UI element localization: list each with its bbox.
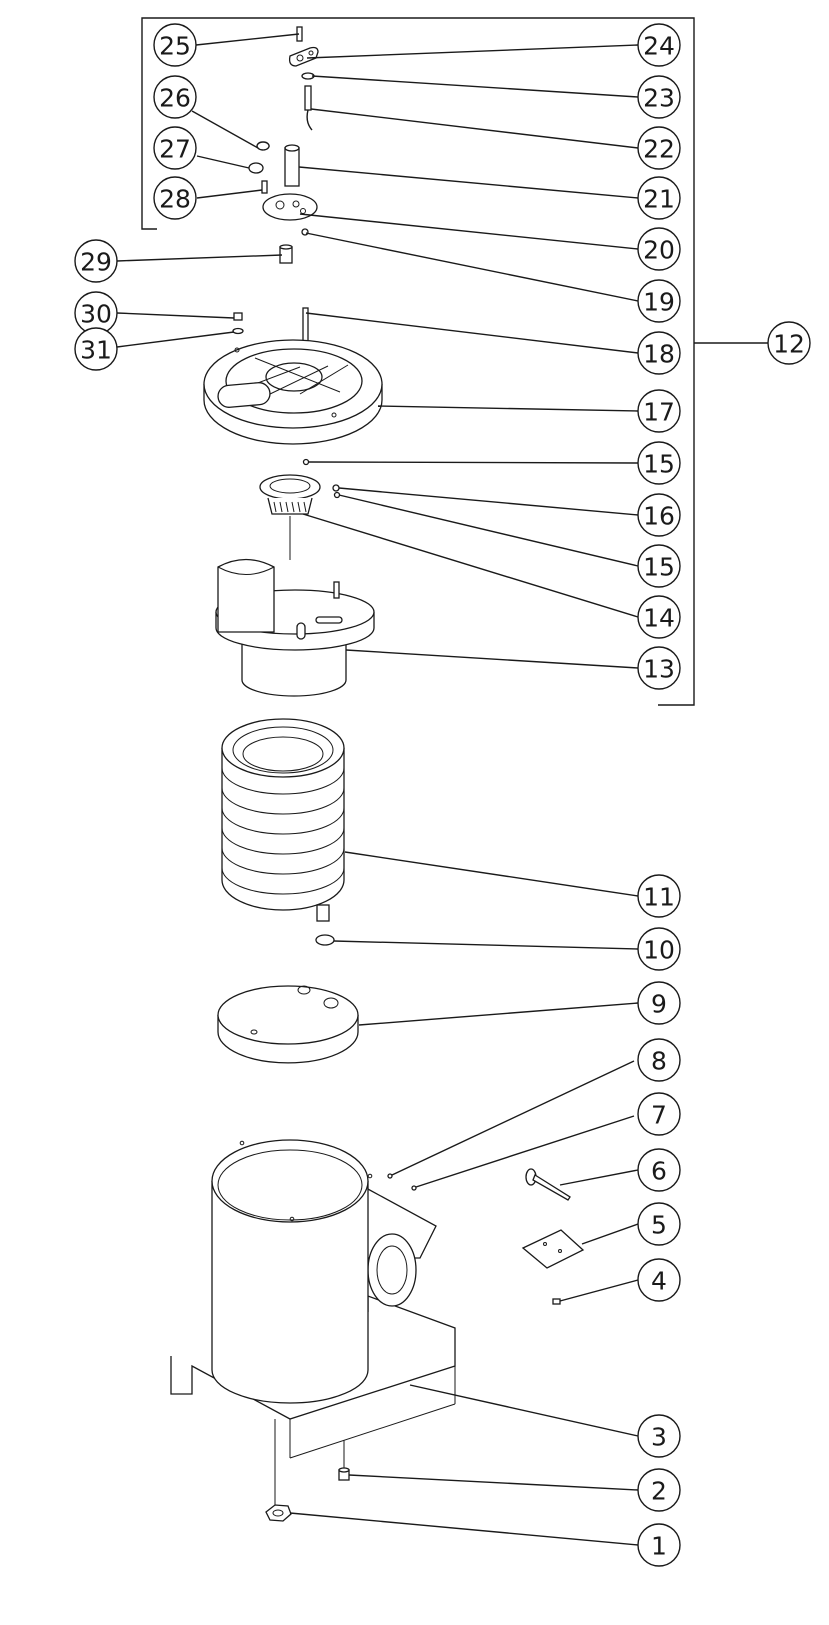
callout-13: 13	[637, 646, 681, 690]
svg-text:14: 14	[643, 604, 675, 633]
svg-text:21: 21	[643, 185, 675, 214]
callout-15-upper: 15	[637, 441, 681, 485]
svg-text:23: 23	[643, 84, 675, 113]
callout-11: 11	[637, 874, 681, 918]
part-3-base-housing	[170, 1139, 456, 1505]
part-1-nut	[265, 1504, 292, 1522]
part-28-screw	[261, 180, 268, 194]
callout-3: 3	[637, 1414, 681, 1458]
svg-text:30: 30	[80, 300, 112, 329]
callout-26: 26	[153, 75, 197, 119]
callout-9: 9	[637, 981, 681, 1025]
svg-text:26: 26	[159, 84, 191, 113]
svg-text:17: 17	[643, 398, 675, 427]
svg-text:27: 27	[159, 135, 191, 164]
part-21-tube	[284, 144, 300, 187]
callout-29: 29	[74, 239, 118, 283]
callout-1: 1	[637, 1523, 681, 1567]
callout-14: 14	[637, 595, 681, 639]
part-5-plate	[521, 1229, 585, 1269]
callout-4: 4	[637, 1258, 681, 1302]
svg-text:5: 5	[651, 1211, 667, 1240]
part-15-screw-lower	[333, 491, 341, 499]
svg-text:8: 8	[651, 1047, 667, 1076]
svg-text:4: 4	[651, 1267, 667, 1296]
svg-text:20: 20	[643, 236, 675, 265]
part-29-fitting	[279, 244, 293, 264]
callout-22: 22	[637, 126, 681, 170]
svg-text:6: 6	[651, 1157, 667, 1186]
svg-text:24: 24	[643, 32, 675, 61]
callout-25: 25	[153, 23, 197, 67]
part-19-nozzle	[301, 228, 309, 236]
part-7-screw	[411, 1185, 417, 1191]
svg-text:19: 19	[643, 288, 675, 317]
part-9-cover-disc	[217, 985, 359, 1064]
callout-27: 27	[153, 126, 197, 170]
callout-7: 7	[637, 1092, 681, 1136]
part-2-foot	[338, 1467, 350, 1481]
svg-text:13: 13	[643, 655, 675, 684]
svg-text:15: 15	[643, 450, 675, 479]
assembly-12-bracket	[141, 17, 768, 706]
part-27-disc	[248, 162, 264, 174]
part-10-o-ring	[315, 934, 335, 946]
callout-15-lower: 15	[637, 544, 681, 588]
svg-text:2: 2	[651, 1477, 667, 1506]
part-8-screw	[387, 1173, 393, 1179]
part-11-coil	[221, 718, 345, 922]
callout-31: 31	[74, 327, 118, 371]
svg-text:9: 9	[651, 990, 667, 1019]
callout-17: 17	[637, 389, 681, 433]
part-4-screw	[552, 1298, 561, 1305]
callout-30: 30	[74, 291, 118, 335]
part-6-probe	[525, 1168, 571, 1201]
part-24-bracket	[288, 46, 319, 67]
callout-2: 2	[637, 1468, 681, 1512]
callout-23: 23	[637, 75, 681, 119]
part-16-washer	[332, 484, 340, 492]
svg-text:29: 29	[80, 248, 112, 277]
callout-12: 12	[767, 321, 811, 365]
callout-10: 10	[637, 927, 681, 971]
callout-6: 6	[637, 1148, 681, 1192]
part-20-head-plate	[262, 193, 318, 221]
svg-text:25: 25	[159, 32, 191, 61]
callout-28: 28	[153, 176, 197, 220]
callout-18: 18	[637, 331, 681, 375]
svg-text:11: 11	[643, 883, 675, 912]
svg-text:22: 22	[643, 135, 675, 164]
svg-text:12: 12	[773, 330, 805, 359]
callout-8: 8	[637, 1038, 681, 1082]
callout-21: 21	[637, 176, 681, 220]
part-22-electrode	[304, 85, 313, 131]
callout-16: 16	[637, 493, 681, 537]
svg-text:1: 1	[651, 1532, 667, 1561]
svg-text:16: 16	[643, 502, 675, 531]
part-13-burner-housing	[215, 558, 375, 697]
part-17-top-plate	[203, 339, 383, 445]
svg-text:7: 7	[651, 1101, 667, 1130]
part-31-washer	[232, 327, 244, 335]
callout-20: 20	[637, 227, 681, 271]
part-26-clip	[256, 141, 270, 151]
svg-text:3: 3	[651, 1423, 667, 1452]
part-14-flame-disc	[259, 474, 321, 560]
leader-lines	[116, 33, 639, 1546]
svg-text:28: 28	[159, 185, 191, 214]
svg-text:18: 18	[643, 340, 675, 369]
svg-text:15: 15	[643, 553, 675, 582]
callout-19: 19	[637, 279, 681, 323]
part-15-screw-upper	[302, 458, 310, 466]
svg-text:31: 31	[80, 336, 112, 365]
callout-5: 5	[637, 1202, 681, 1246]
callout-24: 24	[637, 23, 681, 67]
part-30-nut	[233, 312, 243, 321]
svg-text:10: 10	[643, 936, 675, 965]
